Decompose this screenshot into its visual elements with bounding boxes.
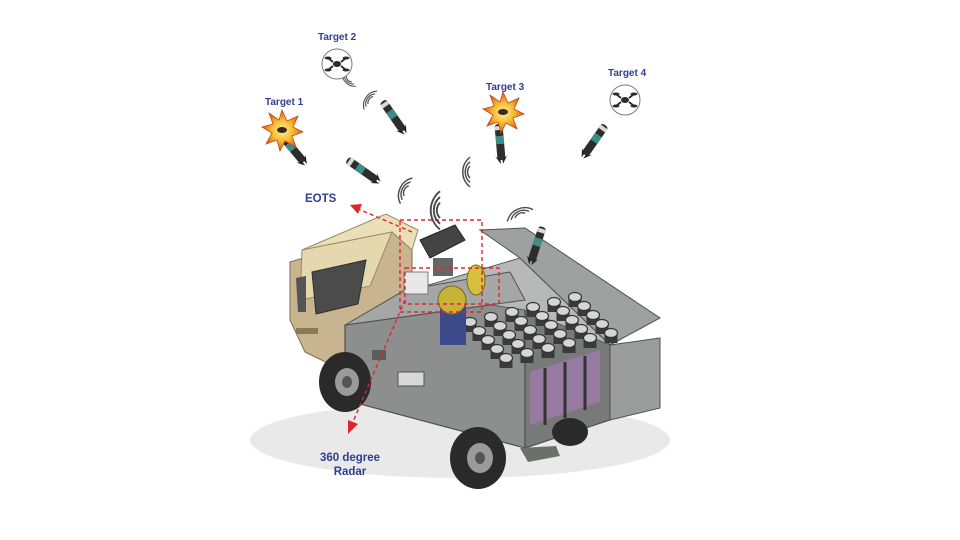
- cab-bumper: [296, 328, 318, 334]
- turret-motor: [466, 264, 486, 296]
- wheel-front: [319, 352, 371, 412]
- missile-magazine: [462, 291, 619, 368]
- cargo-top-flap: [478, 227, 661, 346]
- label-target-2: Target 2: [318, 32, 357, 43]
- missile-tube: [573, 323, 589, 335]
- missile-tube: [561, 337, 577, 349]
- missile-tube: [471, 325, 487, 337]
- rear-step: [520, 446, 560, 462]
- missile-tube: [543, 319, 559, 331]
- cargo-rear-door: [609, 337, 661, 421]
- missile-tube: [582, 332, 598, 344]
- missile-tube: [594, 318, 610, 330]
- label-target-1: Target 1: [265, 97, 304, 108]
- turret-base: [437, 285, 467, 315]
- missile-tube: [504, 306, 520, 318]
- missile-tube: [489, 343, 505, 355]
- eots-mount: [433, 258, 453, 276]
- truck-icon: [289, 213, 661, 489]
- missile-tube: [480, 334, 496, 346]
- cab-window: [311, 259, 367, 315]
- missile-tube: [501, 329, 517, 341]
- missile-tube: [564, 314, 580, 326]
- missile-tube: [576, 300, 592, 312]
- missile-tube: [603, 327, 619, 339]
- missile-tube: [555, 305, 571, 317]
- label-target-3: Target 3: [486, 82, 525, 93]
- cab-side-window: [296, 276, 306, 312]
- label-eots: EOTS: [305, 193, 337, 205]
- eots-sensor-head: [419, 224, 466, 259]
- label-radar-line2: Radar: [333, 465, 367, 478]
- drone-icon: [321, 48, 641, 116]
- missile-tube: [534, 310, 550, 322]
- missile-tube: [519, 347, 535, 359]
- label-radar: 360 degree Radar: [310, 452, 390, 480]
- missile-tube: [525, 301, 541, 313]
- eots-highlight-box: [399, 219, 500, 313]
- turret-side-plate: [403, 271, 429, 295]
- wheel-rear-far: [552, 418, 588, 446]
- missile-tube: [510, 338, 526, 350]
- missile-tube: [567, 291, 583, 303]
- missile-tube: [546, 296, 562, 308]
- missile-tube: [483, 311, 499, 323]
- missile-tube: [522, 324, 538, 336]
- missile-tube: [540, 342, 556, 354]
- side-box-1: [372, 350, 386, 360]
- label-radar-line1: 360 degree: [319, 452, 381, 464]
- label-target-4: Target 4: [608, 68, 647, 79]
- missile-tube: [513, 315, 529, 327]
- radar-indicator-arrow: [348, 299, 406, 434]
- missile-tube: [531, 333, 547, 345]
- wheel-rear: [450, 427, 506, 489]
- missile-tube: [585, 309, 601, 321]
- turret-icon: [403, 224, 486, 345]
- missile-tube: [492, 320, 508, 332]
- eots-indicator-arrow: [350, 204, 413, 233]
- missile-tube: [552, 328, 568, 340]
- missile-tube: [498, 352, 514, 364]
- side-box-2: [397, 371, 425, 387]
- magazine-frame: [543, 356, 587, 425]
